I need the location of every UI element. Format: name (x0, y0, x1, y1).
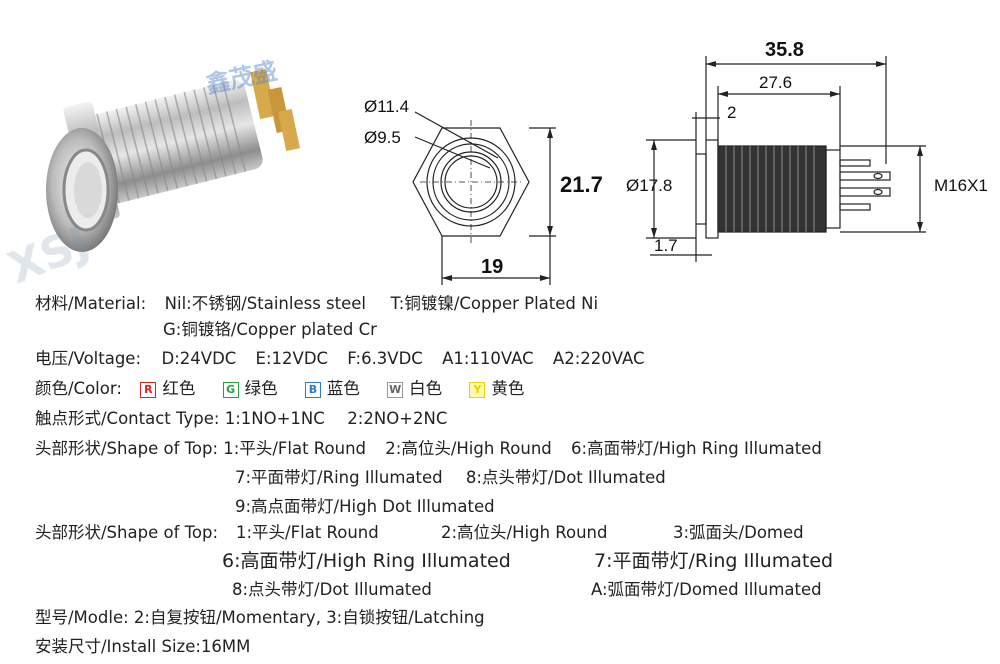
color-name-green: 绿色 (244, 379, 278, 398)
color-swatch-yellow: Y (469, 382, 486, 398)
shape1-label: 头部形状/Shape of Top: (35, 439, 219, 458)
model-momentary: 2:自复按钮/Momentary (133, 608, 316, 627)
color-name-yellow: 黄色 (491, 379, 525, 398)
material-t: T:铜镀镍/Copper Plated Ni (390, 294, 599, 313)
shape1-item-7: 7:平面带灯/Ring Illumated (235, 468, 443, 487)
model-label: 型号/Modle: (35, 608, 129, 627)
color-name-blue: 蓝色 (326, 379, 360, 398)
shape1-item-8: 8:点头带灯/Dot Illumated (465, 468, 666, 487)
shape2-row1-item3: 3:弧面头/Domed (673, 523, 804, 542)
dim-total-length: 35.8 (765, 39, 804, 61)
dim-head-offset: 1.7 (654, 236, 678, 255)
install-label: 安装尺寸/Install Size: (35, 637, 201, 656)
side-thread (717, 145, 827, 233)
voltage-f: F:6.3VDC (347, 349, 423, 368)
shape2-row2-item1: 6:高面带灯/High Ring Illumated (222, 550, 511, 572)
dim-body-length: 27.6 (759, 73, 792, 92)
material-nil: Nil:不锈钢/Stainless steel (164, 294, 367, 313)
voltage-a1: A1:110VAC (442, 349, 534, 368)
spec-shape-top-1-line2: 7:平面带灯/Ring Illumated 8:点头带灯/Dot Illumat… (235, 468, 666, 487)
shape2-row3-item1: 8:点头带灯/Dot Illumated (232, 580, 432, 599)
shape2-row3-item2: A:弧面带灯/Domed Illumated (591, 580, 822, 599)
color-swatch-blue: B (304, 382, 321, 398)
install-value: 16MM (200, 637, 251, 656)
dim-inner-circle: Ø9.5 (364, 128, 401, 147)
spec-voltage: 电压/Voltage: D:24VDC E:12VDC F:6.3VDC A1:… (35, 349, 645, 368)
shape1-item-6: 6:高面带灯/High Ring Illumated (571, 439, 822, 458)
dim-head-thickness: 2 (727, 103, 736, 122)
color-swatch-green: G (222, 382, 239, 398)
material-label: 材料/Material: (35, 294, 147, 313)
technical-drawing: Ø11.4 Ø9.5 21.7 19 35.8 27.6 2 Ø17.8 1.7… (364, 39, 988, 285)
voltage-label: 电压/Voltage: (35, 349, 142, 368)
dim-outer-circle: Ø11.4 (364, 97, 409, 116)
color-label: 颜色/Color: (35, 379, 122, 398)
hex-outline (412, 127, 530, 237)
color-name-red: 红色 (162, 379, 196, 398)
contact-1: 1:1NO+1NC (224, 409, 325, 428)
spec-material-line2: G:铜镀铬/Copper plated Cr (163, 320, 377, 339)
voltage-a2: A2:220VAC (552, 349, 645, 368)
color-swatch-white: W (387, 382, 404, 398)
spec-color: 颜色/Color: R 红色 G 绿色 B 蓝色 W 白色 Y 黄色 (35, 379, 525, 398)
spec-contact: 触点形式/Contact Type: 1:1NO+1NC 2:2NO+2NC (35, 409, 448, 428)
model-separator: , (315, 608, 321, 627)
spec-install: 安装尺寸/Install Size:16MM (35, 637, 251, 656)
color-name-white: 白色 (409, 379, 443, 398)
product-photo (46, 68, 301, 252)
spec-shape-top-1-line3: 9:高点面带灯/High Dot Illumated (235, 497, 495, 516)
spec-material: 材料/Material: Nil:不锈钢/Stainless steel T:铜… (35, 294, 599, 313)
shape2-label: 头部形状/Shape of Top: (35, 523, 219, 542)
voltage-d: D:24VDC (161, 349, 237, 368)
contact-2: 2:2NO+2NC (347, 409, 448, 428)
spec-shape-top-1: 头部形状/Shape of Top: 1:平头/Flat Round 2:高位头… (35, 439, 822, 458)
shape2-row2-item2: 7:平面带灯/Ring Illumated (594, 550, 834, 572)
dim-thread: M16X1 (934, 176, 988, 195)
shape2-row1-item2: 2:高位头/High Round (441, 523, 608, 542)
shape2-row1-item1: 1:平头/Flat Round (236, 523, 379, 542)
spec-model: 型号/Modle: 2:自复按钮/Momentary, 3:自锁按钮/Latch… (35, 608, 485, 627)
color-swatch-red: R (140, 382, 157, 398)
model-latching: 3:自锁按钮/Latching (326, 608, 485, 627)
dim-hex-width: 19 (481, 256, 503, 278)
side-head (695, 153, 707, 225)
shape1-item-1: 1:平头/Flat Round (223, 439, 367, 458)
voltage-e: E:12VDC (255, 349, 329, 368)
contact-label: 触点形式/Contact Type: (35, 409, 220, 428)
dim-head-diameter: Ø17.8 (626, 176, 672, 195)
dim-hex-height: 21.7 (560, 172, 603, 197)
shape1-item-2: 2:高位头/High Round (385, 439, 552, 458)
